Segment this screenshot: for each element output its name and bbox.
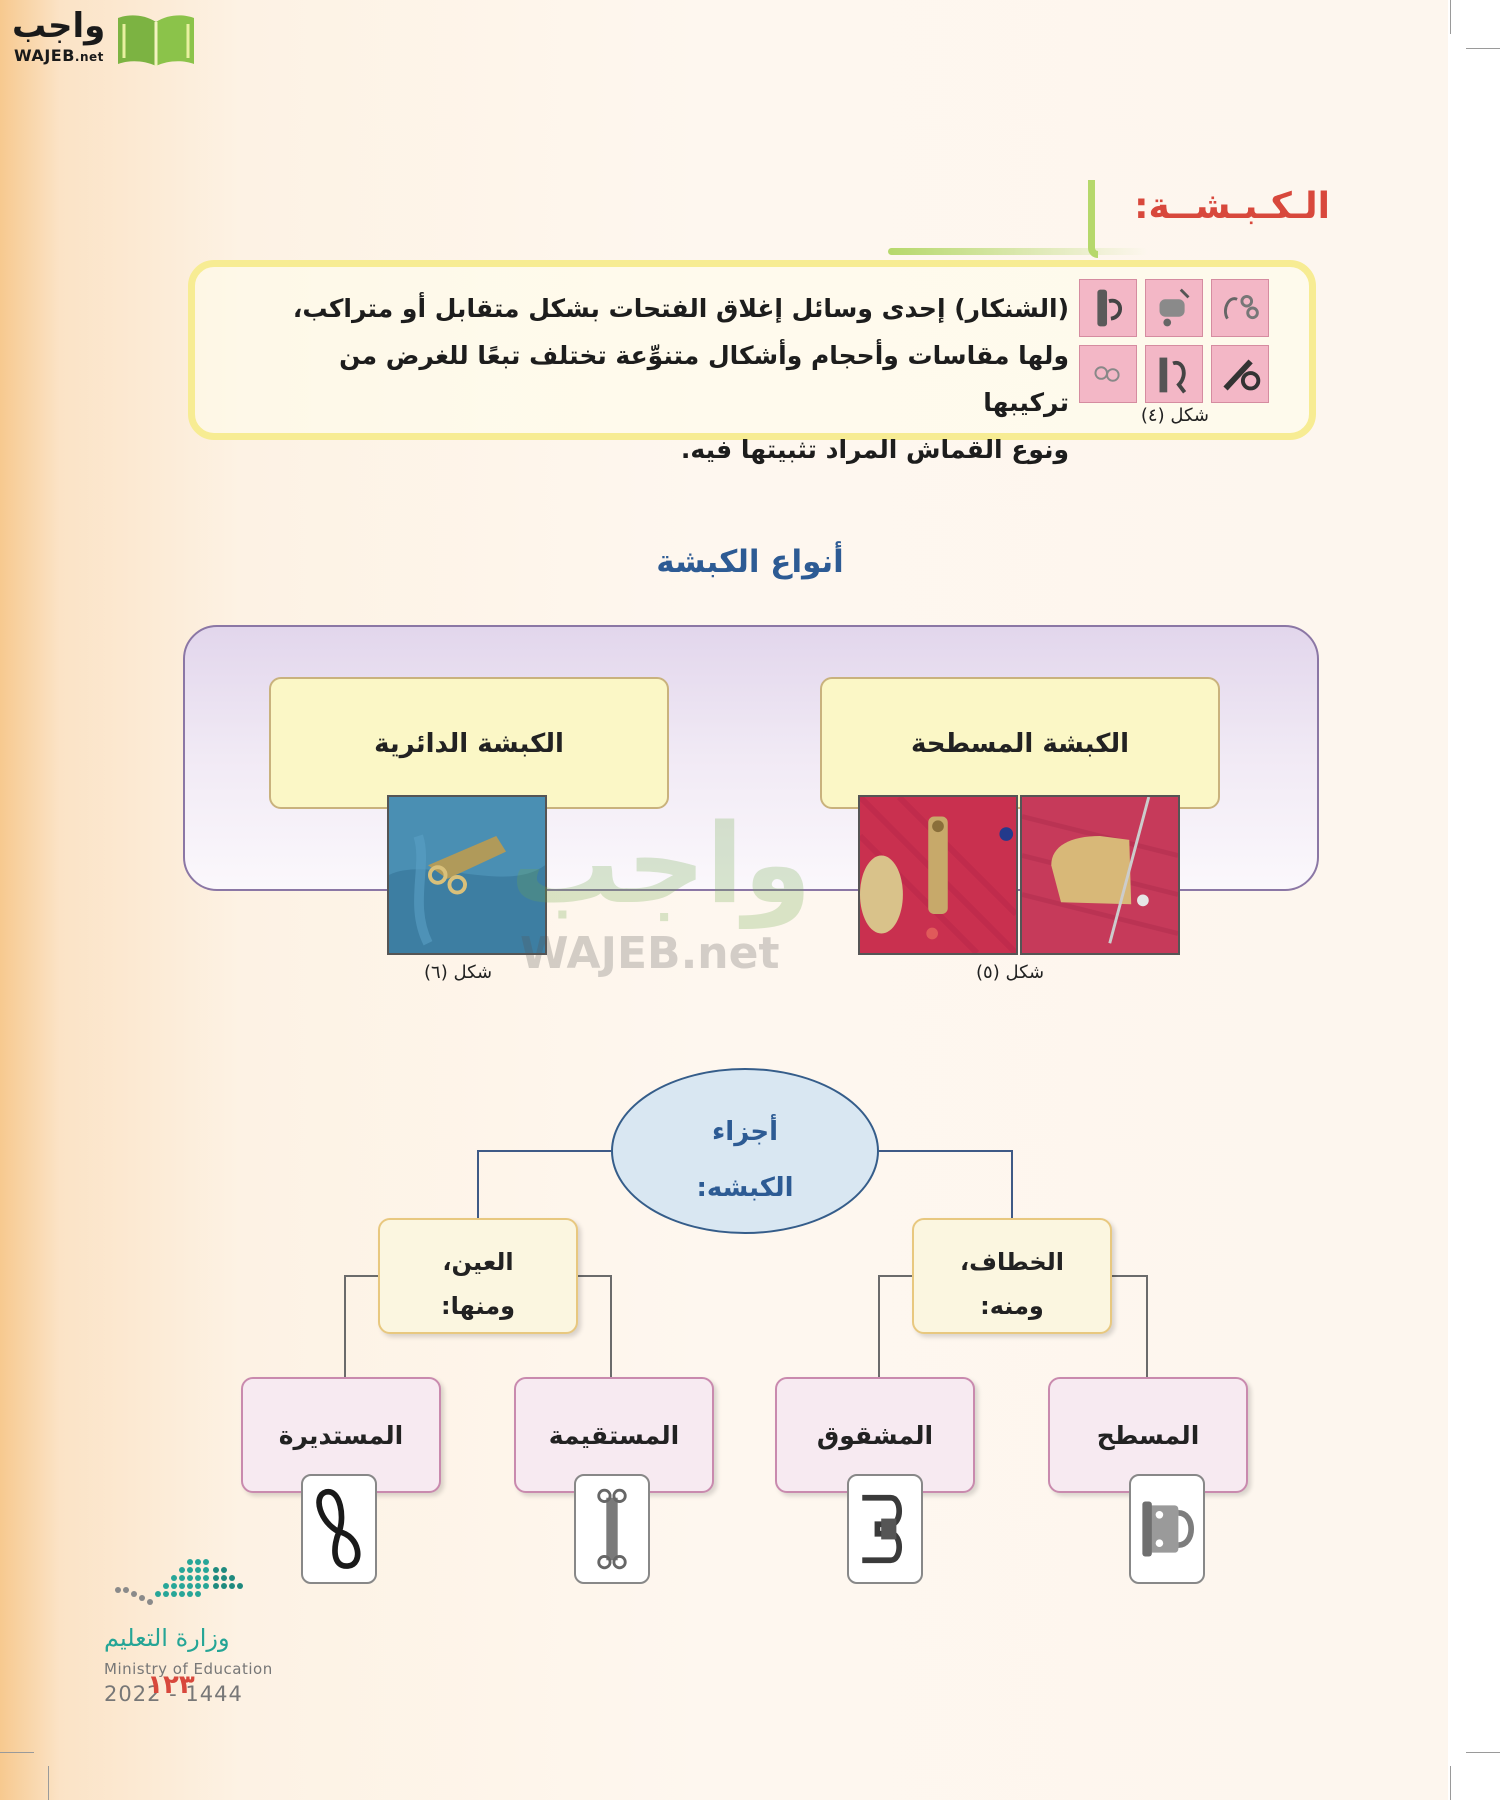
- crop-mark: [48, 1766, 49, 1800]
- straight-eye-icon: [574, 1474, 650, 1584]
- crop-mark: [1450, 0, 1451, 34]
- hook-photo: [1145, 345, 1203, 403]
- types-panel: الكبشة المسطحة الكبشة الدائرية: [183, 625, 1319, 891]
- flat-hook-icon: [1129, 1474, 1205, 1584]
- logo-arabic: واجب: [12, 6, 106, 46]
- page-margin: [1448, 0, 1500, 1800]
- heading-underline: [888, 248, 1148, 255]
- straight-eye-type-box: المستقيمة: [514, 1377, 714, 1493]
- types-title: أنواع الكبشة: [656, 544, 844, 580]
- wajeb-logo[interactable]: واجب WAJEB.net: [8, 6, 198, 68]
- figure-caption: شكل (٦): [424, 962, 493, 983]
- split-hook-icon: [847, 1474, 923, 1584]
- flat-hook-box: الكبشة المسطحة: [820, 677, 1220, 809]
- crop-mark: [1466, 48, 1500, 49]
- round-hook-photo: [387, 795, 547, 955]
- flat-hook-type-box: المسطح: [1048, 1377, 1248, 1493]
- definition-box: (الشنكار) إحدى وسائل إغلاق الفتحات بشكل …: [188, 260, 1316, 464]
- flat-hook-label: الكبشة المسطحة: [910, 729, 1130, 759]
- flat-hook-photo: [858, 795, 1018, 955]
- round-hook-box: الكبشة الدائرية: [269, 677, 669, 809]
- figure-caption: شكل (٥): [976, 962, 1045, 983]
- hook-photo: [1211, 279, 1269, 337]
- definition-line: ولها مقاسات وأحجام وأشكال متنوِّعة تختلف…: [339, 341, 1069, 417]
- hook-photo: [1145, 279, 1203, 337]
- hook-thumbnails: [1069, 279, 1269, 409]
- hook-photo: [1211, 345, 1269, 403]
- hook-photo: [1079, 279, 1137, 337]
- ministry-logo-dots: [115, 1559, 243, 1605]
- flat-hook-sewing-photo: [1020, 795, 1180, 955]
- logo-latin: WAJEB.net: [14, 46, 104, 65]
- crop-mark: [1450, 1766, 1451, 1800]
- definition-text: (الشنكار) إحدى وسائل إغلاق الفتحات بشكل …: [249, 285, 1069, 473]
- book-icon: [118, 15, 194, 67]
- definition-line: ونوع القماش المراد تثبيتها فيه.: [680, 435, 1069, 464]
- crop-mark: [1466, 1752, 1500, 1753]
- round-eye-icon: [301, 1474, 377, 1584]
- crop-mark: [0, 1752, 34, 1753]
- eye-part-box: العين، ومنها:: [378, 1218, 578, 1334]
- hook-photo: [1079, 345, 1137, 403]
- round-eye-type-box: المستديرة: [241, 1377, 441, 1493]
- parts-root: أجزاء الكبشه:: [611, 1068, 879, 1234]
- ministry-year: 2022 - 1444: [104, 1682, 243, 1706]
- heading-title: الـكـبـشــة:: [1134, 186, 1330, 227]
- section-heading: الـكـبـشــة:: [880, 178, 1330, 268]
- ministry-name-arabic: وزارة التعليم: [104, 1624, 230, 1652]
- round-hook-label: الكبشة الدائرية: [374, 729, 564, 759]
- hook-part-box: الخطاف، ومنه:: [912, 1218, 1112, 1334]
- ministry-name-english: Ministry of Education: [104, 1660, 273, 1678]
- page-number: ١٢٣: [147, 1670, 195, 1700]
- figure-caption: شكل (٤): [1140, 405, 1209, 426]
- definition-line: (الشنكار) إحدى وسائل إغلاق الفتحات بشكل …: [292, 294, 1069, 323]
